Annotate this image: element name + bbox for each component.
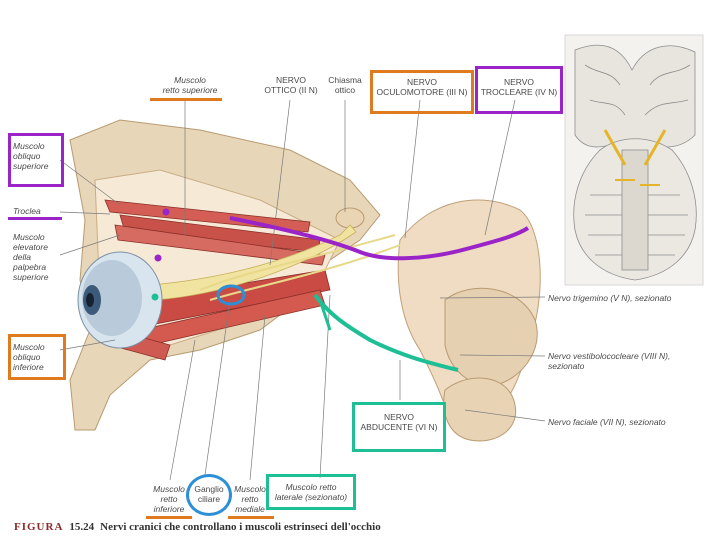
label-nervo-oculomotore: NERVO OCULOMOTORE (III N) [376, 77, 468, 97]
abducens-nerve-trace [313, 293, 459, 372]
abducens-nerve-branch [318, 299, 332, 331]
highlight-bar-retto-mediale [228, 516, 274, 519]
label-chiasma-ottico: Chiasma ottico [328, 75, 362, 95]
label-nervo-trocleare: NERVO TROCLEARE (IV N) [480, 77, 558, 97]
nerve-strand [199, 234, 396, 291]
highlight-bar-retto-inferiore [146, 516, 192, 519]
box-nervo-abducente [352, 402, 446, 452]
eyeball-shade [82, 260, 142, 336]
cerebellum-lobe [443, 377, 517, 442]
label-muscolo-retto-superiore: Muscolo retto superiore [162, 75, 218, 95]
box-nervo-oculomotore [370, 70, 474, 114]
circle-ganglio-ciliare [186, 474, 232, 516]
box-muscolo-obliquo-superiore [8, 133, 64, 187]
label-muscolo-obliquo-inferiore: Muscolo obliquo inferiore [13, 342, 45, 372]
purple-dot-levator [154, 254, 162, 262]
caption-figure-number: 15.24 [69, 521, 95, 533]
ciliary-ganglion-marker [216, 284, 246, 306]
brain-inset [573, 44, 697, 281]
box-muscolo-retto-laterale [266, 474, 356, 510]
label-nervo-trigemino: Nervo trigemino (V N), sezionato [548, 293, 672, 303]
teal-dot-lateral-rectus [151, 293, 159, 301]
label-troclea: Troclea [13, 206, 41, 216]
optic-nerve [149, 224, 357, 301]
highlight-bar-retto-superiore [150, 98, 222, 101]
label-muscolo-retto-inferiore: Muscolo retto inferiore [153, 484, 185, 514]
label-nervo-vestibolococleare: Nervo vestibolococleare (VIII N), sezion… [548, 351, 671, 371]
label-muscolo-retto-laterale: Muscolo retto laterale (sezionato) [274, 482, 348, 502]
trochlear-nerve-trace [229, 216, 530, 261]
levator-muscle [114, 224, 326, 266]
caption-figure-label: FIGURA [14, 521, 64, 533]
label-nervo-facciale: Nervo faciale (VII N), sezionato [548, 417, 666, 427]
label-muscolo-elevatore: Muscolo elevatore della palpebra superio… [13, 232, 49, 282]
highlight-bar-troclea [8, 217, 62, 220]
pupil [86, 293, 94, 307]
label-muscolo-retto-mediale: Muscolo retto mediale [234, 484, 266, 514]
label-muscolo-obliquo-superiore: Muscolo obliquo superiore [13, 141, 49, 171]
pons [444, 287, 538, 386]
box-muscolo-obliquo-inferiore [8, 334, 66, 380]
caption-title: Nervi cranici che controllano i muscoli … [100, 521, 381, 533]
label-nervo-ottico: NERVO OTTICO (II N) [264, 75, 318, 95]
purple-dot-superior-oblique [162, 208, 170, 216]
figure-caption: FIGURA 15.24 Nervi cranici che controllano… [14, 521, 381, 533]
box-nervo-trocleare [475, 66, 563, 114]
label-nervo-abducente: NERVO ABDUCENTE (VI N) [360, 412, 438, 432]
label-ganglio-ciliare: Ganglio ciliare [194, 484, 224, 504]
